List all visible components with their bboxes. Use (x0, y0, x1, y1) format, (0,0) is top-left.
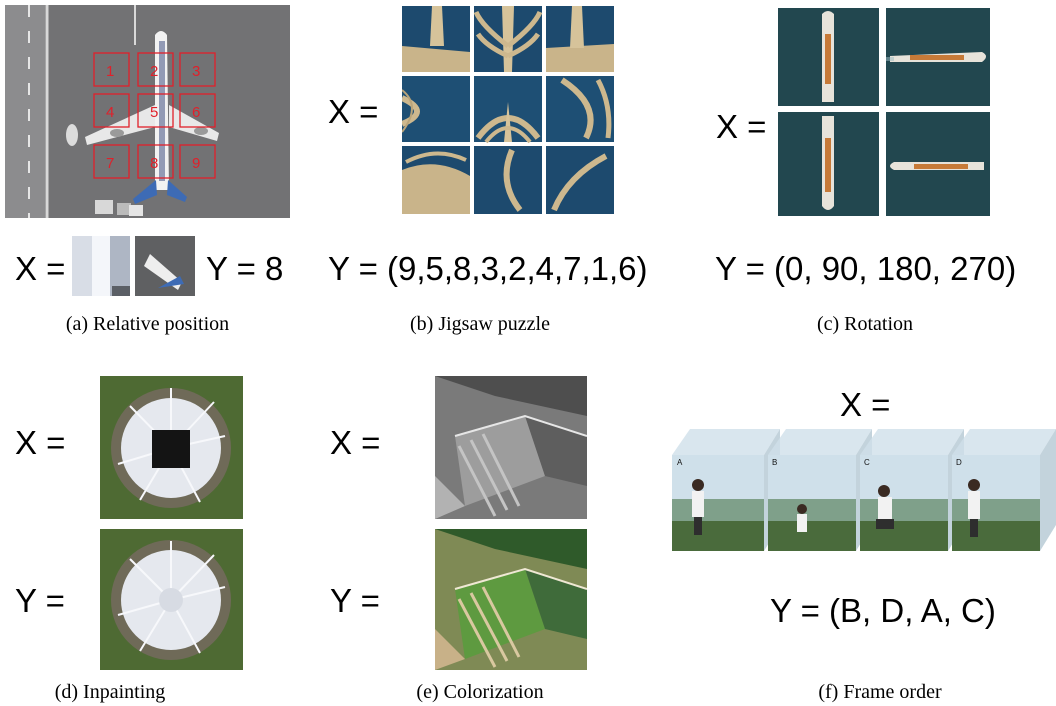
frame-letter-d: D (956, 458, 962, 467)
panel-a-caption: (a) Relative position (65, 313, 230, 335)
panel-c-caption: (c) Rotation (816, 313, 914, 335)
patch-number-5: 5 (150, 104, 158, 121)
airport-aerial-image: 1 2 3 4 5 6 7 8 9 (5, 5, 290, 218)
frame-cube-b (768, 429, 872, 551)
frame-letter-c: C (864, 458, 870, 467)
colorization-color-image (435, 529, 587, 670)
patch-number-7: 7 (106, 155, 114, 172)
panel-d-caption: (d) Inpainting (54, 681, 166, 703)
panel-e-y-label: Y = (330, 582, 380, 619)
frame-cube-a (672, 429, 780, 551)
panel-e-x-label: X = (330, 424, 381, 461)
colorization-gray-image (435, 376, 587, 519)
inpainting-target-image (100, 529, 243, 670)
patch-number-6: 6 (192, 104, 200, 121)
airplane-shape (85, 31, 219, 204)
panel-c-x-label: X = (716, 108, 767, 145)
frame-letter-b: B (772, 458, 777, 467)
patch-numbers: 1 2 3 4 5 6 7 8 9 (106, 63, 200, 172)
frame-cube-c (860, 429, 964, 551)
rotation-grid (778, 8, 990, 216)
panel-e-caption: (e) Colorization (416, 681, 544, 703)
inpainting-masked-image (100, 376, 243, 519)
patch-grid (93, 52, 216, 179)
panel-a-x-label: X = (15, 250, 66, 287)
video-frame-cubes: A B C D (672, 425, 1056, 555)
patch-number-4: 4 (106, 104, 114, 121)
panel-relative-position: 1 2 3 4 5 6 7 8 9 (5, 5, 290, 218)
panel-b-y-label: Y = (9,5,8,3,2,4,7,1,6) (328, 250, 648, 287)
patch-number-3: 3 (192, 63, 200, 80)
panel-d-y-label: Y = (15, 582, 65, 619)
panel-b-caption: (b) Jigsaw puzzle (410, 313, 550, 335)
patch-number-1: 1 (106, 63, 114, 80)
patch-number-2: 2 (150, 63, 158, 80)
panel-f-x-label: X = (840, 386, 891, 423)
panel-d-x-label: X = (15, 424, 66, 461)
patch-number-8: 8 (150, 155, 158, 172)
panel-f-caption: (f) Frame order (818, 681, 942, 703)
frame-letter-a: A (677, 458, 683, 467)
panel-a-patch-pair (72, 236, 196, 296)
panel-f-y-label: Y = (B, D, A, C) (770, 592, 996, 629)
panel-b-x-label: X = (328, 93, 379, 130)
patch-number-9: 9 (192, 155, 200, 172)
panel-a-y-label: Y = 8 (206, 250, 284, 287)
frame-cube-d (952, 429, 1056, 551)
jigsaw-grid (402, 6, 614, 214)
panel-c-y-label: Y = (0, 90, 180, 270) (715, 250, 1017, 287)
